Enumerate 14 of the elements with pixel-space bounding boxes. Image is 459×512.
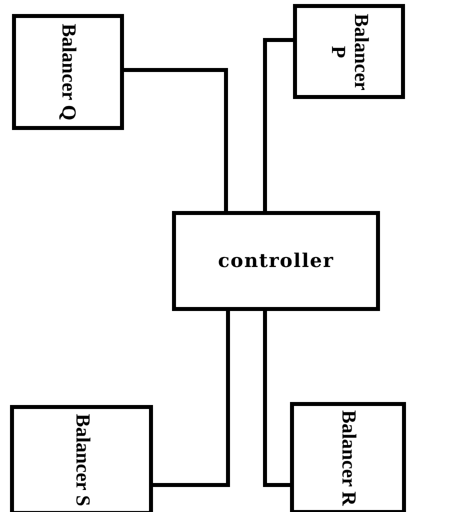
box-label: Balancer S [70,412,93,508]
connector-line [263,38,293,211]
box-label: Balancer Q [56,22,80,122]
balancer-box [10,405,153,512]
balancer-box [293,4,405,99]
connector-line [153,311,230,487]
controller-box [172,211,380,311]
box-label: controller [218,250,334,272]
box-label: Balancer R [336,409,360,508]
connector-line [263,311,290,487]
connector-line [124,68,228,211]
balancer-box [290,402,406,512]
box-label: Balancer P [326,12,372,92]
balancer-box [12,14,124,130]
